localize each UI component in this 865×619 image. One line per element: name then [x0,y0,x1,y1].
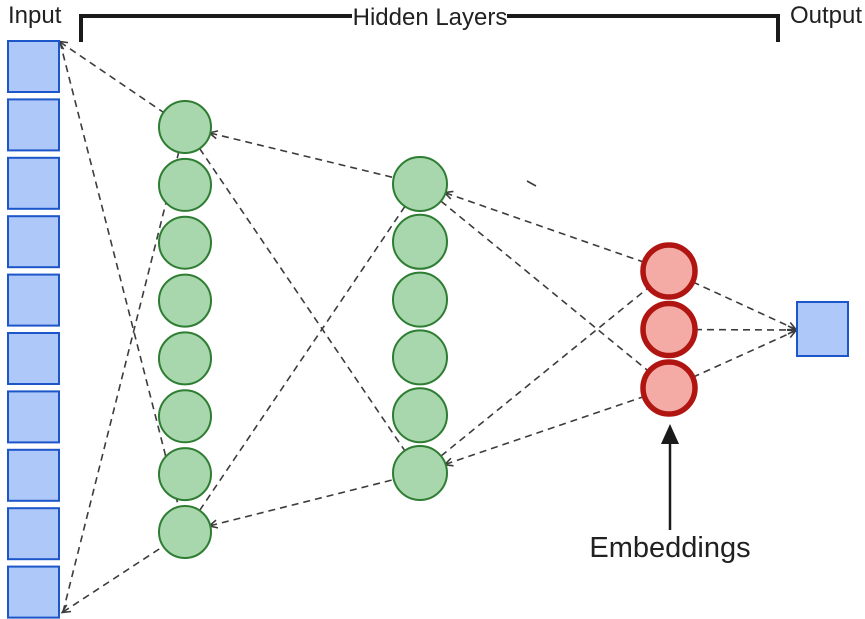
output-label: Output [790,2,862,29]
hidden2-node [392,213,448,270]
embedding-node [640,300,698,359]
connection-line [60,545,164,614]
connection-line [207,478,394,529]
embedding-layer-group [640,242,698,417]
input-node [7,156,60,210]
embeddings-arrow [661,424,679,530]
hidden1-node [158,389,212,444]
hidden2-node [392,387,448,444]
connection-line [207,130,394,179]
connection-line [442,395,645,467]
hidden1-node [158,331,212,386]
embedding-node [640,242,698,300]
hidden1-node [158,273,212,328]
connection-line [440,286,650,457]
connections-group [57,40,798,614]
hidden1-node [158,447,212,502]
embeddings-arrowhead-icon [661,424,679,444]
connection-line [440,200,650,373]
connection-line [442,190,645,264]
connection-line [198,148,406,452]
input-node [7,565,60,619]
input-node [7,448,60,502]
output-layer-group [796,301,849,357]
input-node [7,332,60,385]
connection-line [692,281,798,331]
embedding-node [640,359,698,417]
input-node [7,215,60,269]
input-node [7,507,60,561]
connection-line [59,41,180,507]
input-node [7,390,60,444]
hidden2-node [392,329,448,386]
hidden-layers-label: Hidden Layers [353,4,508,31]
input-node [7,273,60,327]
hidden2-node [392,271,448,328]
hidden2-node [392,445,448,501]
hidden1-node [158,157,212,212]
input-node [7,40,60,93]
input-layer-group [7,40,60,619]
hidden1-node [158,215,212,270]
output-node [796,301,849,357]
stray-dash-mark [526,180,537,187]
hidden1-node [158,100,212,154]
input-node [7,98,60,152]
embeddings-label: Embeddings [589,532,750,564]
connection-line [57,40,164,114]
hidden-layer-1-group [158,100,212,559]
hidden1-node [158,505,212,559]
hidden2-node [392,156,448,212]
input-label: Input [8,2,62,29]
hidden-layers-bracket [79,14,780,42]
hidden-layer-2-group [392,156,448,501]
connection-line [692,329,798,379]
connection-line [198,205,406,511]
